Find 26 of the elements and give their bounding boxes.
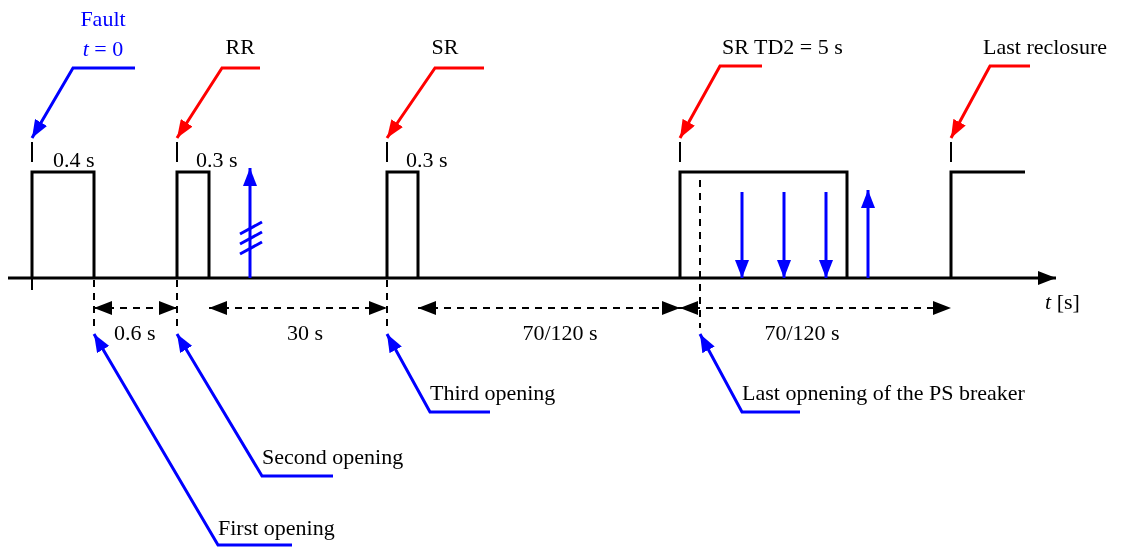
duration-label: 70/120 s bbox=[764, 320, 840, 346]
callout-label: SR TD2 = 5 s bbox=[722, 34, 843, 60]
axis-label: t [s] bbox=[1045, 289, 1080, 315]
leader-line bbox=[385, 66, 484, 139]
duration-label: 70/120 s bbox=[522, 320, 598, 346]
duration-label: 0.3 s bbox=[196, 147, 238, 173]
duration-label: 0.4 s bbox=[53, 147, 95, 173]
callout-label: Fault t = 0 bbox=[77, 4, 129, 64]
callout-label: Second opening bbox=[262, 444, 404, 470]
leader-line bbox=[678, 64, 762, 139]
leader-line bbox=[949, 64, 1030, 139]
duration-label: 0.6 s bbox=[114, 320, 156, 346]
duration-label: 30 s bbox=[287, 320, 324, 346]
callout-label: Last reclosure bbox=[983, 34, 1107, 60]
leader-line bbox=[698, 333, 800, 414]
leader-line bbox=[30, 66, 135, 139]
callout-label: RR bbox=[225, 34, 255, 60]
callout-label: First opening bbox=[218, 515, 335, 541]
callout-label: Last opnening of the PS breaker bbox=[742, 380, 1025, 406]
callout-label: Third opening bbox=[430, 380, 556, 406]
callout-label: SR bbox=[431, 34, 459, 60]
duration-label: 0.3 s bbox=[406, 147, 448, 173]
leader-line bbox=[92, 333, 292, 547]
leader-line bbox=[175, 66, 260, 139]
leader-line bbox=[385, 333, 490, 414]
leader-line bbox=[175, 333, 333, 478]
